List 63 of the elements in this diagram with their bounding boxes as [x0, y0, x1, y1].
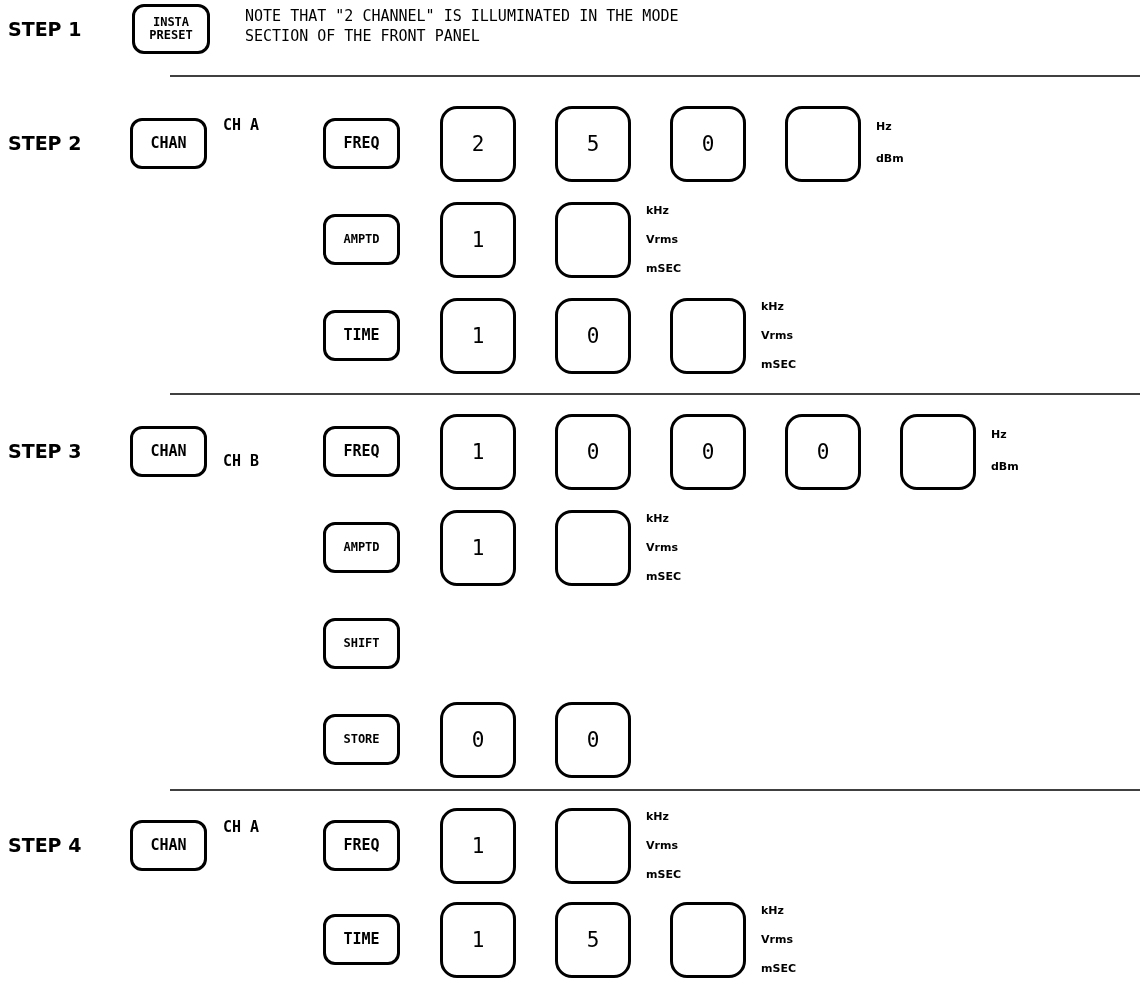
digit-key: 1 — [440, 298, 516, 374]
unit-label: kHz — [761, 300, 784, 313]
unit-label: kHz — [761, 904, 784, 917]
function-key: FREQ — [323, 820, 400, 871]
function-key: AMPTD — [323, 522, 400, 573]
digit-key: 0 — [670, 414, 746, 490]
digit-key: 1 — [440, 808, 516, 884]
blank-key — [670, 902, 746, 978]
function-key: INSTA PRESET — [132, 4, 210, 54]
unit-label: mSEC — [761, 962, 796, 975]
digit-key: 0 — [440, 702, 516, 778]
function-key: CHAN — [130, 426, 207, 477]
note-text: NOTE THAT "2 CHANNEL" IS ILLUMINATED IN THE MODE SECTION OF THE FRONT PANEL — [245, 6, 680, 46]
step-label: STEP 3 — [8, 440, 82, 462]
step-label: STEP 2 — [8, 132, 82, 154]
blank-key — [900, 414, 976, 490]
blank-key — [785, 106, 861, 182]
unit-label: Vrms — [761, 933, 793, 946]
unit-label: mSEC — [646, 262, 681, 275]
function-key: SHIFT — [323, 618, 400, 669]
unit-label: Hz — [991, 428, 1007, 441]
unit-label: kHz — [646, 810, 669, 823]
digit-key: 0 — [555, 414, 631, 490]
channel-label: CH A — [223, 116, 260, 134]
blank-key — [670, 298, 746, 374]
blank-key — [555, 202, 631, 278]
step-label: STEP 1 — [8, 18, 82, 40]
digit-key: 1 — [440, 202, 516, 278]
unit-label: mSEC — [646, 868, 681, 881]
function-key: CHAN — [130, 820, 207, 871]
digit-key: 0 — [670, 106, 746, 182]
function-key: TIME — [323, 310, 400, 361]
digit-key: 5 — [555, 902, 631, 978]
digit-key: 0 — [555, 702, 631, 778]
unit-label: dBm — [991, 460, 1019, 473]
function-key: CHAN — [130, 118, 207, 169]
channel-label: CH A — [223, 818, 260, 836]
unit-label: kHz — [646, 204, 669, 217]
unit-label: Vrms — [646, 233, 678, 246]
digit-key: 2 — [440, 106, 516, 182]
function-key: STORE — [323, 714, 400, 765]
digit-key: 1 — [440, 414, 516, 490]
blank-key — [555, 808, 631, 884]
digit-key: 5 — [555, 106, 631, 182]
blank-key — [555, 510, 631, 586]
unit-label: dBm — [876, 152, 904, 165]
digit-key: 1 — [440, 510, 516, 586]
function-key: FREQ — [323, 426, 400, 477]
digit-key: 0 — [555, 298, 631, 374]
step-label: STEP 4 — [8, 834, 82, 856]
function-key: AMPTD — [323, 214, 400, 265]
channel-label: CH B — [223, 452, 260, 470]
unit-label: Vrms — [646, 541, 678, 554]
unit-label: mSEC — [646, 570, 681, 583]
digit-key: 0 — [785, 414, 861, 490]
unit-label: Vrms — [761, 329, 793, 342]
function-key: FREQ — [323, 118, 400, 169]
digit-key: 1 — [440, 902, 516, 978]
unit-label: Hz — [876, 120, 892, 133]
unit-label: mSEC — [761, 358, 796, 371]
function-key: TIME — [323, 914, 400, 965]
unit-label: kHz — [646, 512, 669, 525]
unit-label: Vrms — [646, 839, 678, 852]
